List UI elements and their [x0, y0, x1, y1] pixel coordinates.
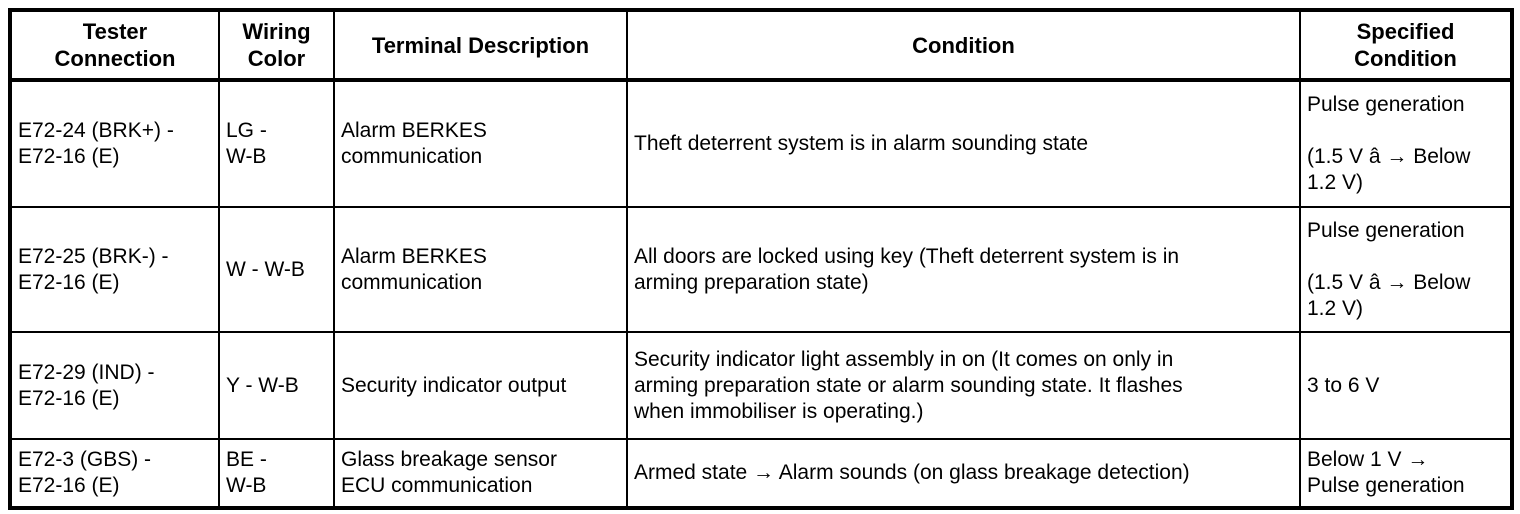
cell-tester-connection: E72-29 (IND) - E72-16 (E) — [9, 331, 220, 440]
cell-tester-connection: E72-24 (BRK+) - E72-16 (E) — [9, 79, 220, 208]
cell-condition: Armed state → Alarm sounds (on glass bre… — [626, 438, 1301, 509]
cell-wiring-color: W - W-B — [218, 206, 335, 333]
cell-terminal-description: Glass breakage sensor ECU communication — [333, 438, 628, 509]
table-row: E72-3 (GBS) - E72-16 (E) BE - W-B Glass … — [9, 438, 1513, 509]
cell-specified-condition: Below 1 V → Pulse generation — [1299, 438, 1513, 509]
cell-terminal-description: Alarm BERKES communication — [333, 206, 628, 333]
table-row: E72-29 (IND) - E72-16 (E) Y - W-B Securi… — [9, 331, 1513, 440]
header-specified-condition: Specified Condition — [1299, 9, 1513, 82]
cell-tester-connection: E72-25 (BRK-) - E72-16 (E) — [9, 206, 220, 333]
table-row: E72-25 (BRK-) - E72-16 (E) W - W-B Alarm… — [9, 206, 1513, 333]
cell-terminal-description: Security indicator output — [333, 331, 628, 440]
cell-wiring-color: Y - W-B — [218, 331, 335, 440]
cell-specified-condition: Pulse generation (1.5 V â → Below 1.2 V) — [1299, 206, 1513, 333]
cell-tester-connection: E72-3 (GBS) - E72-16 (E) — [9, 438, 220, 509]
cell-terminal-description: Alarm BERKES communication — [333, 79, 628, 208]
cell-condition: Security indicator light assembly in on … — [626, 331, 1301, 440]
cell-wiring-color: BE - W-B — [218, 438, 335, 509]
header-condition: Condition — [626, 9, 1301, 82]
terminal-spec-table-container: Tester Connection Wiring Color Terminal … — [8, 8, 1514, 510]
header-terminal-description: Terminal Description — [333, 9, 628, 82]
cell-condition: Theft deterrent system is in alarm sound… — [626, 79, 1301, 208]
terminal-spec-table: Tester Connection Wiring Color Terminal … — [8, 8, 1514, 510]
cell-specified-condition: 3 to 6 V — [1299, 331, 1513, 440]
table-header-row: Tester Connection Wiring Color Terminal … — [9, 9, 1513, 82]
cell-wiring-color: LG - W-B — [218, 79, 335, 208]
table-row: E72-24 (BRK+) - E72-16 (E) LG - W-B Alar… — [9, 79, 1513, 208]
header-wiring-color: Wiring Color — [218, 9, 335, 82]
cell-specified-condition: Pulse generation (1.5 V â → Below 1.2 V) — [1299, 79, 1513, 208]
header-tester-connection: Tester Connection — [9, 9, 220, 82]
cell-condition: All doors are locked using key (Theft de… — [626, 206, 1301, 333]
